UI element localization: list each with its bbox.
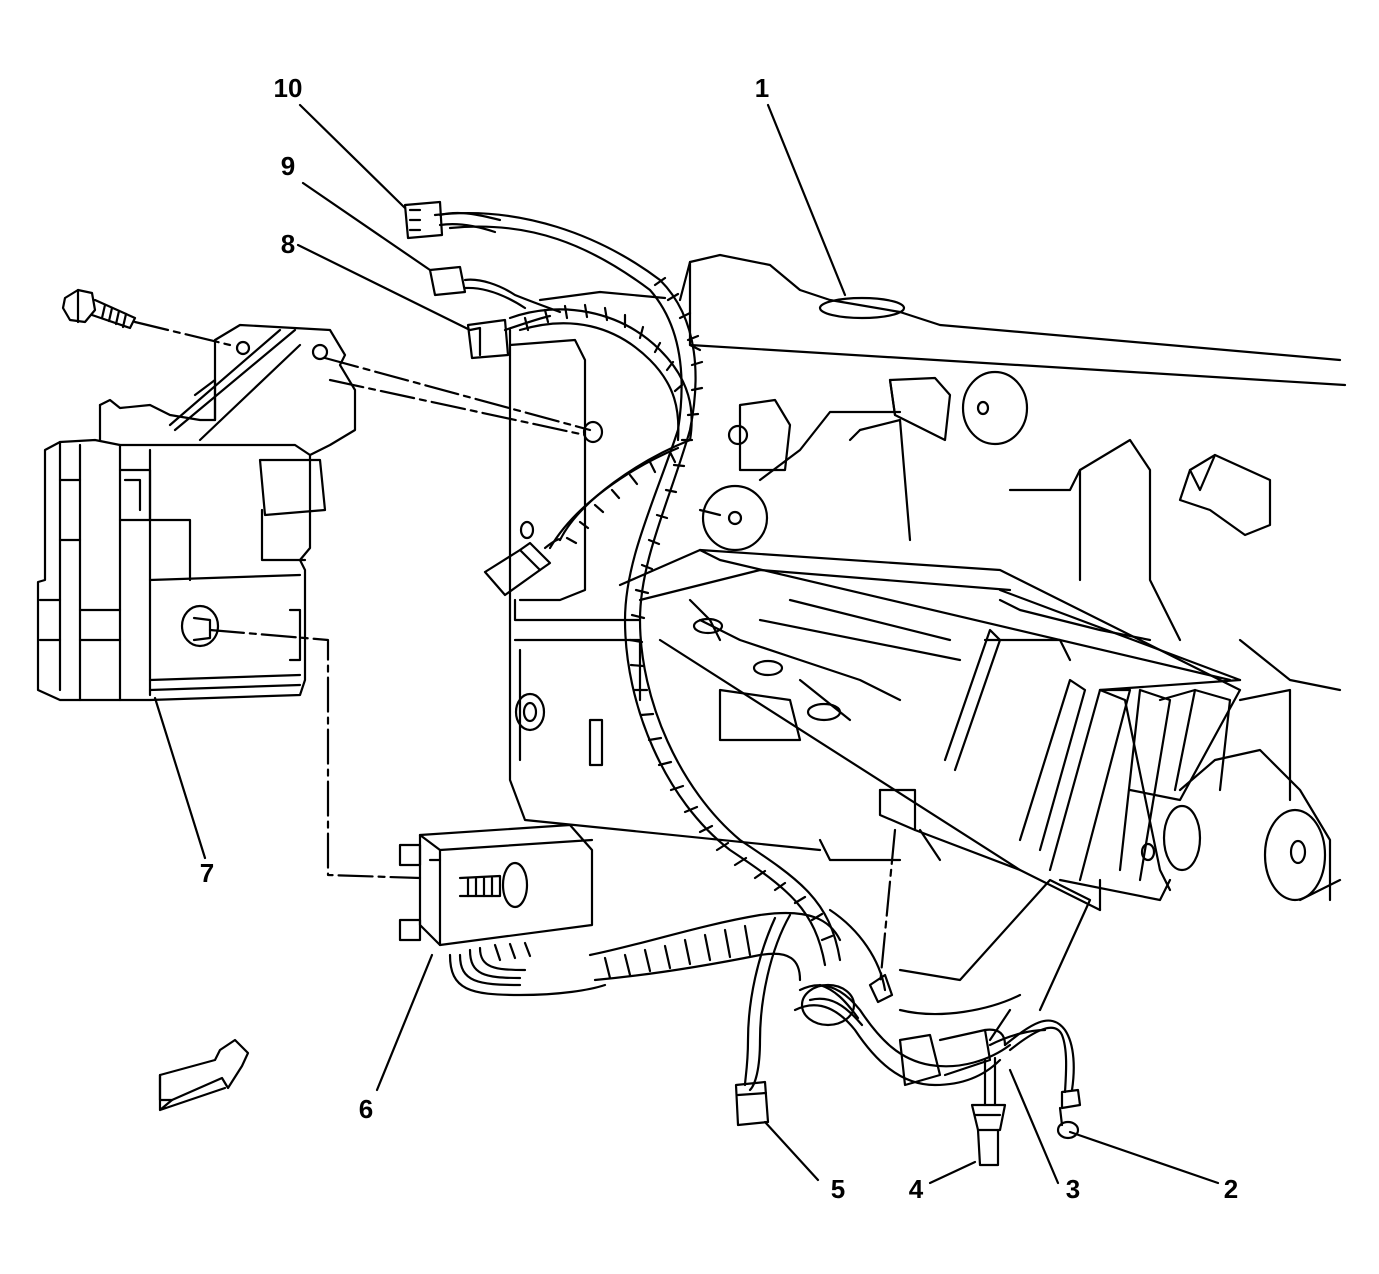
connector-module: [400, 825, 592, 945]
callout-4: 4: [908, 1174, 924, 1204]
alignment-lines: [135, 322, 895, 985]
callout-10: 10: [273, 73, 303, 103]
callout-5: 5: [830, 1174, 846, 1204]
callout-1: 1: [754, 73, 770, 103]
callout-6: 6: [358, 1094, 374, 1124]
view-direction-arrow-icon: [160, 1040, 248, 1110]
leader-lines: [155, 105, 1218, 1183]
callout-3: 3: [1065, 1174, 1081, 1204]
mounting-bolt: [63, 290, 135, 328]
wiring-harness: [405, 202, 1080, 1165]
callout-2: 2: [1223, 1174, 1239, 1204]
callout-7: 7: [199, 858, 215, 888]
callout-9: 9: [280, 151, 296, 181]
body-control-module: [38, 325, 355, 700]
instrument-panel-structure: [510, 255, 1345, 1040]
callout-8: 8: [280, 229, 296, 259]
